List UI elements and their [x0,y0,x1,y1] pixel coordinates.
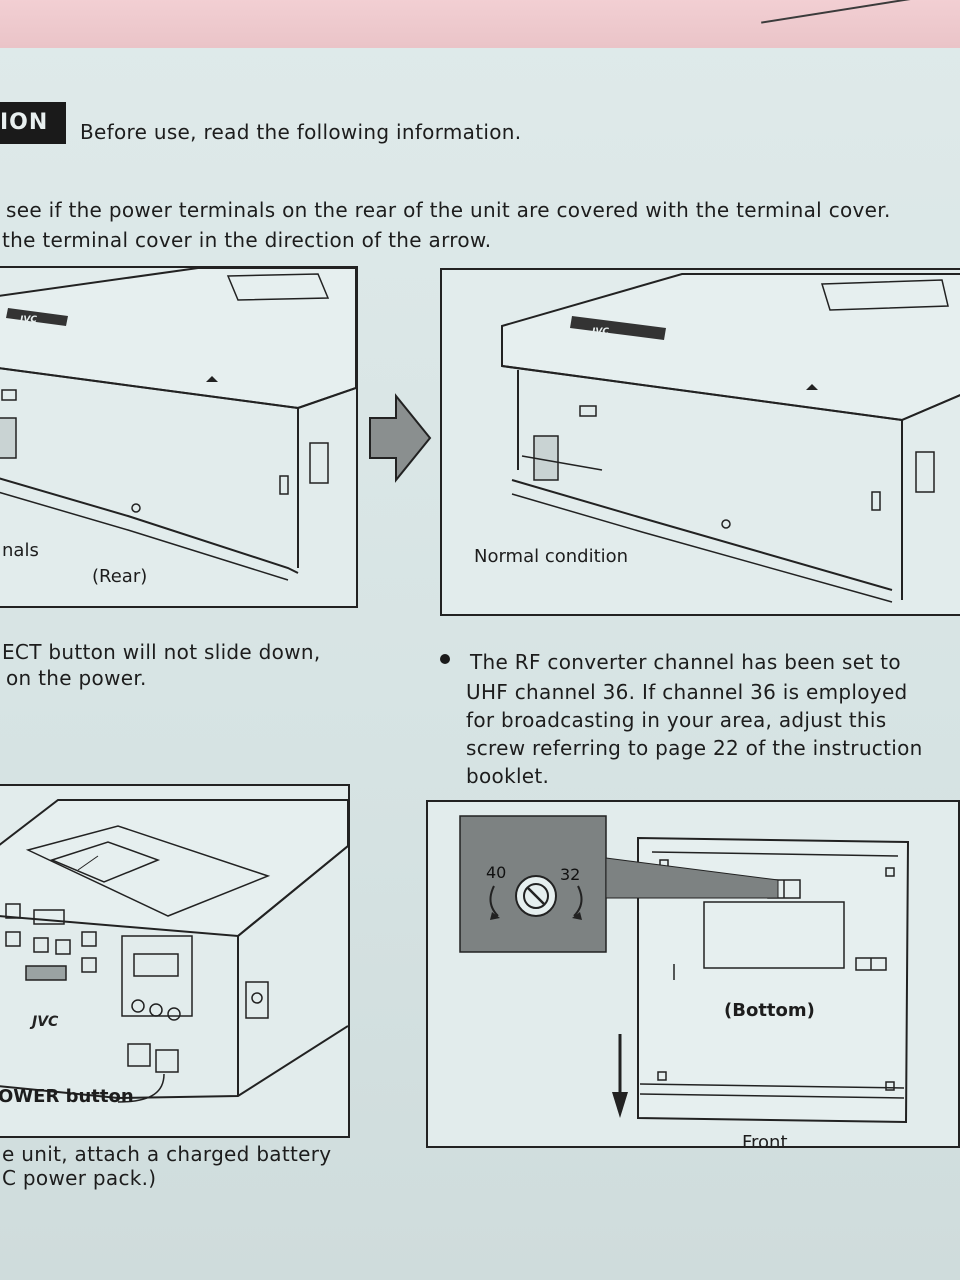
note-line-2: UHF channel 36. If channel 36 is employe… [466,680,908,704]
intro-text: Before use, read the following informati… [80,120,522,144]
jvc-logo-front: JVC [29,1014,59,1030]
figure-normal-condition: JVC Normal condition [440,268,960,616]
normal-condition-caption: Normal condition [474,546,629,567]
power-button-label: OWER button [0,1086,134,1107]
paragraph1-line2: the terminal cover in the direction of t… [2,228,492,252]
paragraph2-line2: on the power. [6,666,147,690]
note-line-1: The RF converter channel has been set to [470,650,901,674]
paragraph3-line2: C power pack.) [2,1166,157,1190]
section-tab: ION [0,102,66,144]
page-top-edge [0,0,960,48]
bullet-dot [440,654,450,664]
note-line-3: for broadcasting in your area, adjust th… [466,708,887,732]
figure-rear-covered: JVC nals (Rear) [0,266,358,608]
dial-mark-40: 40 [486,863,506,882]
front-label: Front [742,1132,788,1148]
note-line-5: booklet. [466,764,550,788]
unit-front-drawing: JVC [0,799,348,1103]
note-line-4: screw referring to page 22 of the instru… [466,736,923,760]
unit-bottom-drawing: 40 32 [459,815,910,1124]
figure-bottom-view: 40 32 (Bottom) Front [426,800,960,1148]
bottom-label: (Bottom) [724,1000,815,1021]
paragraph1-line1: see if the power terminals on the rear o… [6,198,891,222]
unit-rear-drawing: JVC [0,268,356,581]
paragraph2-line1: ECT button will not slide down, [2,640,321,664]
dial-mark-32: 32 [560,865,580,884]
jvc-logo-right: JVC [590,327,609,337]
unit-normal-drawing: JVC [501,273,960,603]
jvc-logo: JVC [18,315,37,325]
paragraph3-line1: e unit, attach a charged battery [2,1142,332,1166]
terminals-label: nals [2,540,39,561]
figure-power-button: JVC OWER button [0,784,350,1138]
rear-caption: (Rear) [92,566,148,587]
